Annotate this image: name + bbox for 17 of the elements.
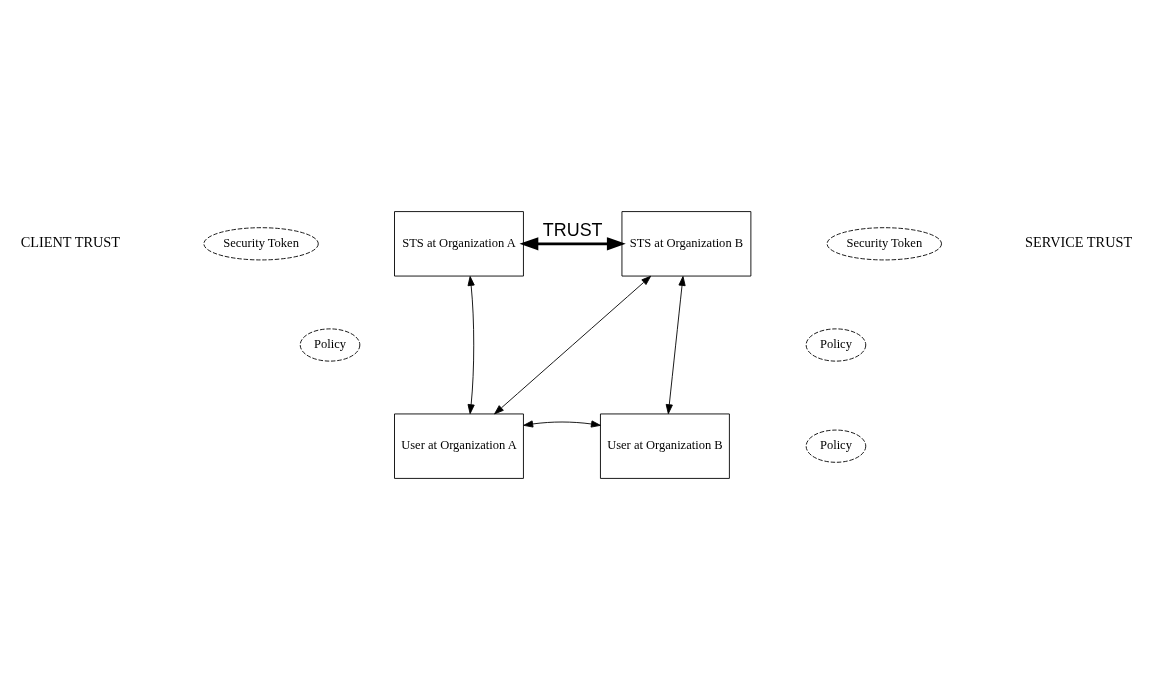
edge-label: TRUST <box>542 219 603 240</box>
node-ellipse: Security Token <box>203 226 319 260</box>
arrow <box>519 236 626 250</box>
node-ellipse: Policy <box>805 327 867 362</box>
node-box: User at Organization A <box>394 413 524 479</box>
node-box: User at Organization B <box>600 413 730 479</box>
arrow <box>665 275 686 414</box>
node-ellipse: Policy <box>299 327 361 362</box>
node-ellipse: Security Token <box>826 226 942 260</box>
node-ellipse: Policy <box>805 429 867 463</box>
arrow <box>523 419 601 428</box>
label: CLIENT TRUST <box>20 233 120 250</box>
label: SERVICE TRUST <box>1025 233 1133 250</box>
node-box: STS at Organization A <box>394 210 524 276</box>
arrow <box>467 275 475 414</box>
node-box: STS at Organization B <box>621 210 752 276</box>
arrow <box>494 275 652 414</box>
